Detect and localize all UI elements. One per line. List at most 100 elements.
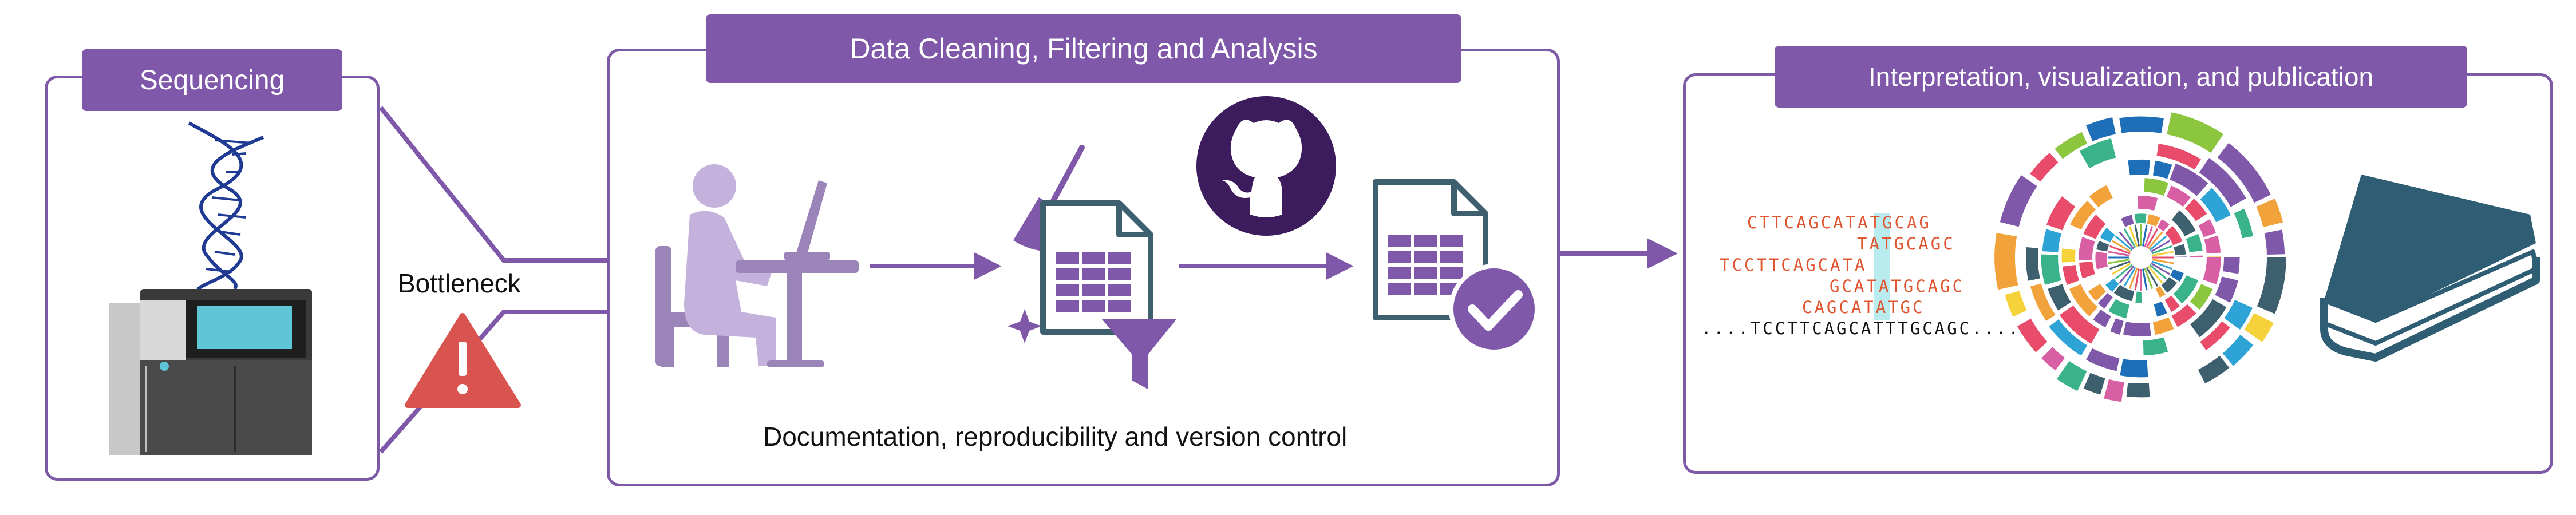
circular-plot-segment <box>2173 275 2199 304</box>
circular-plot-segment <box>2171 210 2196 236</box>
circular-plot-segment <box>2257 258 2286 314</box>
circular-plot-segment <box>2108 299 2129 319</box>
circular-plot-spoke <box>2142 268 2148 291</box>
circular-plot-segment <box>2079 138 2116 169</box>
circular-plot-spoke <box>2108 258 2130 264</box>
circular-plot-segment <box>2155 286 2166 298</box>
circular-plot-segment <box>2189 255 2203 258</box>
circular-plot-segment <box>2144 178 2169 196</box>
circular-plot-spoke <box>2152 258 2174 264</box>
circular-plot-segment <box>2171 304 2196 327</box>
circular-plot-segment <box>2097 292 2113 309</box>
read-5: CAGCATATGC <box>1802 298 1925 317</box>
circular-plot-segment <box>2264 229 2285 255</box>
circular-plot-segment <box>2147 214 2160 227</box>
circular-plot-segment <box>2120 359 2148 378</box>
circular-plot-segment <box>2244 313 2274 342</box>
circular-plot-segment <box>2089 185 2113 208</box>
circular-plot-spoke <box>2109 260 2131 270</box>
circular-plot-segment <box>2079 262 2095 279</box>
circular-plot-segment <box>2200 188 2231 223</box>
circular-plot-segment <box>2143 337 2168 356</box>
circular-plot-spoke <box>2142 224 2148 247</box>
circular-plot-segment <box>2165 225 2183 245</box>
circular-plot-segment <box>2199 157 2246 207</box>
circular-plot-segment <box>2083 215 2106 239</box>
circular-plot-segment <box>2093 310 2111 328</box>
circular-plot-segment <box>2121 215 2134 227</box>
circular-plot-segment <box>2059 305 2100 344</box>
circular-plot-segment <box>2096 240 2109 252</box>
circular-plot-spoke <box>2147 266 2163 284</box>
read-2: TATGCAGC <box>1857 234 1955 253</box>
circular-plot-segment <box>2063 265 2080 285</box>
read-1: CTTCAGCATATGCAG <box>1747 213 1931 232</box>
cleaning-caption: Documentation, reproducibility and versi… <box>763 422 1348 451</box>
circular-plot-segment <box>2222 335 2254 366</box>
circular-plot-segment <box>2049 319 2088 356</box>
circular-plot-spoke <box>2152 251 2174 257</box>
circular-plot-segment <box>2167 112 2223 153</box>
circular-plot-segment <box>2123 322 2151 336</box>
circular-plot-segment <box>2224 300 2253 330</box>
circular-plot-segment <box>2056 360 2087 391</box>
circular-plot-segment <box>2198 355 2230 384</box>
circular-plot-segment <box>2069 284 2098 316</box>
read-3: TCCTTCAGCATA <box>1720 255 1867 275</box>
circular-plot-segment <box>2138 196 2158 211</box>
circular-plot-segment <box>1994 233 2018 290</box>
circular-plot-segment <box>2095 251 2108 270</box>
circular-plot-spoke <box>2151 260 2173 270</box>
bottleneck-label: Bottleneck <box>398 268 521 298</box>
circular-plot-spoke <box>2147 231 2163 249</box>
circular-plot-spoke <box>2150 240 2170 253</box>
circular-plot-segment <box>2030 283 2056 322</box>
circular-plot-segment <box>2134 213 2147 224</box>
circular-plot-segment <box>2204 235 2221 254</box>
circular-plot-segment <box>2152 160 2172 179</box>
circular-plot-spoke <box>2128 225 2138 247</box>
circular-plot-segment <box>2126 382 2150 398</box>
read-4: GCATATGCAGC <box>1830 276 1965 296</box>
circular-plot-segment <box>2156 144 2201 170</box>
circular-plot-segment <box>2217 142 2271 203</box>
circular-plot-segment <box>2113 284 2135 302</box>
circular-plot-segment <box>2086 348 2120 371</box>
circular-plot-segment <box>2055 132 2088 159</box>
circular-plot-segment <box>2088 283 2107 302</box>
circular-plot-spoke <box>2123 267 2136 287</box>
circular-plot-segment <box>2030 152 2059 182</box>
bottleneck-line-top <box>378 106 607 263</box>
circular-plot-segment <box>2085 117 2116 141</box>
circular-plot-segment <box>2154 301 2167 317</box>
circular-plot-segment <box>2170 163 2208 196</box>
circular-plot-segment <box>2104 379 2124 402</box>
circular-plot-spoke <box>2115 235 2133 251</box>
circular-plot-segment <box>2161 277 2178 293</box>
circular-plot-segment <box>2175 256 2187 258</box>
circular-plot-segment <box>2026 247 2040 281</box>
circular-plot-segment <box>2042 229 2062 252</box>
circular-plot-spoke <box>2119 231 2135 249</box>
circular-plot-segment <box>2215 276 2238 303</box>
circular-plot-segment <box>2170 269 2184 282</box>
circular-plot-segment <box>2223 258 2240 274</box>
circular-plot-spoke <box>2144 225 2154 247</box>
alignment-highlight <box>1874 213 1890 320</box>
circular-plot-spoke <box>2112 262 2132 275</box>
circular-plot-spoke <box>2150 262 2170 275</box>
circular-plot-segment <box>2046 196 2076 231</box>
circular-plot-segment <box>2005 291 2027 317</box>
circular-plot-segment <box>2234 208 2253 239</box>
circular-plot-segment <box>2119 116 2164 133</box>
circular-plot-segment <box>2164 295 2180 312</box>
circular-plot-spoke <box>2119 266 2135 284</box>
reference-sequence: ....TCCTTCAGCATTTGCAGC.... <box>1701 319 2021 338</box>
